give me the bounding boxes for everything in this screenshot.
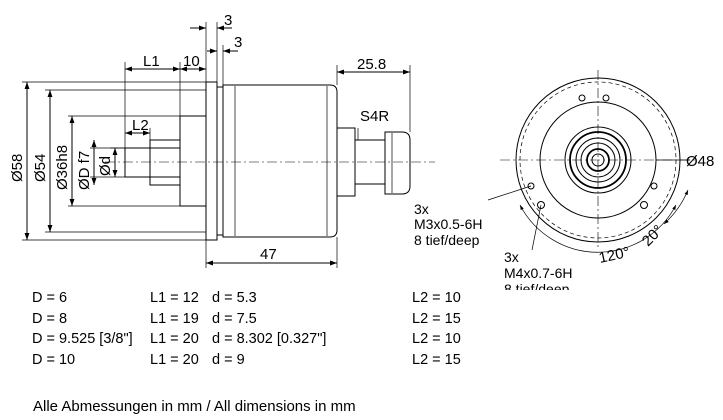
shaft [124,139,181,186]
m4-thread: M4x0.7-6H [504,265,572,281]
variant-l1-cell: L1 = 19 [150,310,199,327]
m3-thread: M3x0.5-6H [414,216,482,232]
m4-depth: 8 tief/deep [504,281,570,290]
dim-3-second-label: 3 [234,34,242,51]
dim-3-top-label: 3 [224,12,232,29]
dia-pitch-label: Ø54 [32,154,49,182]
variant-row: D = 10 L1 = 20 d = 9 L2 = 15 [32,350,461,371]
variant-d-cell: D = 9.525 [3/8"] [32,331,133,348]
front-view: Ø48 120° 20° 3x M3x0.5-6H 8 tief/deep 3x… [414,70,714,290]
connector-label: S4R [360,108,389,125]
m4-count: 3x [504,249,519,265]
variant-d-cell: d = 8.302 [0.327"] [212,331,327,348]
m3-count: 3x [414,201,429,217]
variant-d-cell: d = 7.5 [212,310,257,327]
variant-l1-cell: L1 = 12 [150,290,199,306]
technical-drawing: Ø58 Ø54 Ø36h8 ØD f7 Ød L1 10 3 3 L2 25.8… [9,12,714,290]
variant-d-cell: D = 10 [32,352,76,369]
spigot [179,115,207,207]
variant-row: D = 6 L1 = 12 d = 5.3 L2 = 10 [32,288,461,309]
mounting-holes [527,94,658,209]
encoder-body [222,84,338,238]
angle-small-label: 20° [639,222,667,250]
diameter-extension-lines [22,81,206,241]
dia-shaft-label: ØD f7 [76,151,93,190]
dimensions-footnote: Alle Abmessungen in mm / All dimensions … [33,398,356,415]
variant-row: D = 9.525 [3/8"] L1 = 20 d = 8.302 [0.327"… [32,329,461,350]
variant-l2-cell: L2 = 10 [412,290,461,306]
variants-table: D = 6 L1 = 12 d = 5.3 L2 = 10 D = 8 L1 = 19 d … [32,288,461,371]
variant-d-cell: d = 9 [212,352,245,369]
variant-row: D = 8 L1 = 19 d = 7.5 L2 = 15 [32,309,461,330]
variant-d-cell: D = 8 [32,310,68,327]
angle-large-label: 120° [597,244,631,267]
dia-outer-label: Ø58 [9,154,26,182]
connector-s4r [336,127,411,197]
dia-shaft-small-label: Ød [97,156,114,176]
dim-25-8-label: 25.8 [357,56,386,73]
variant-l1-cell: L1 = 20 [150,331,199,348]
variant-d-cell: D = 6 [32,290,68,306]
m3-depth: 8 tief/deep [414,232,480,248]
dim-10-label: 10 [183,53,200,70]
variant-l2-cell: L2 = 15 [412,352,461,369]
variant-d-cell: d = 5.3 [212,290,257,306]
flange [205,81,224,241]
variant-l2-cell: L2 = 10 [412,331,461,348]
variant-l2-cell: L2 = 15 [412,310,461,327]
variant-l1-cell: L1 = 20 [150,352,199,369]
dim-l1-label: L1 [143,53,160,70]
dim-47-label: 47 [260,246,277,263]
dia-body-label: Ø48 [686,153,714,170]
dim-l2-label: L2 [132,117,149,134]
side-view: Ø58 Ø54 Ø36h8 ØD f7 Ød L1 10 3 3 L2 25.8… [9,12,435,268]
dia-spigot-label: Ø36h8 [54,145,71,190]
